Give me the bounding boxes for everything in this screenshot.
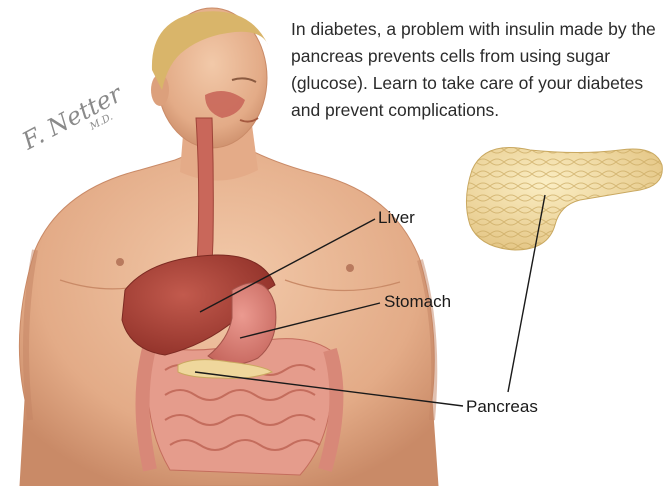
intro-text: In diabetes, a problem with insulin made… [291, 16, 663, 124]
label-pancreas: Pancreas [466, 397, 538, 417]
pancreas-illustration [466, 148, 662, 251]
signature: F. Netter M.D. [17, 79, 128, 156]
label-liver: Liver [378, 208, 415, 228]
label-stomach: Stomach [384, 292, 451, 312]
